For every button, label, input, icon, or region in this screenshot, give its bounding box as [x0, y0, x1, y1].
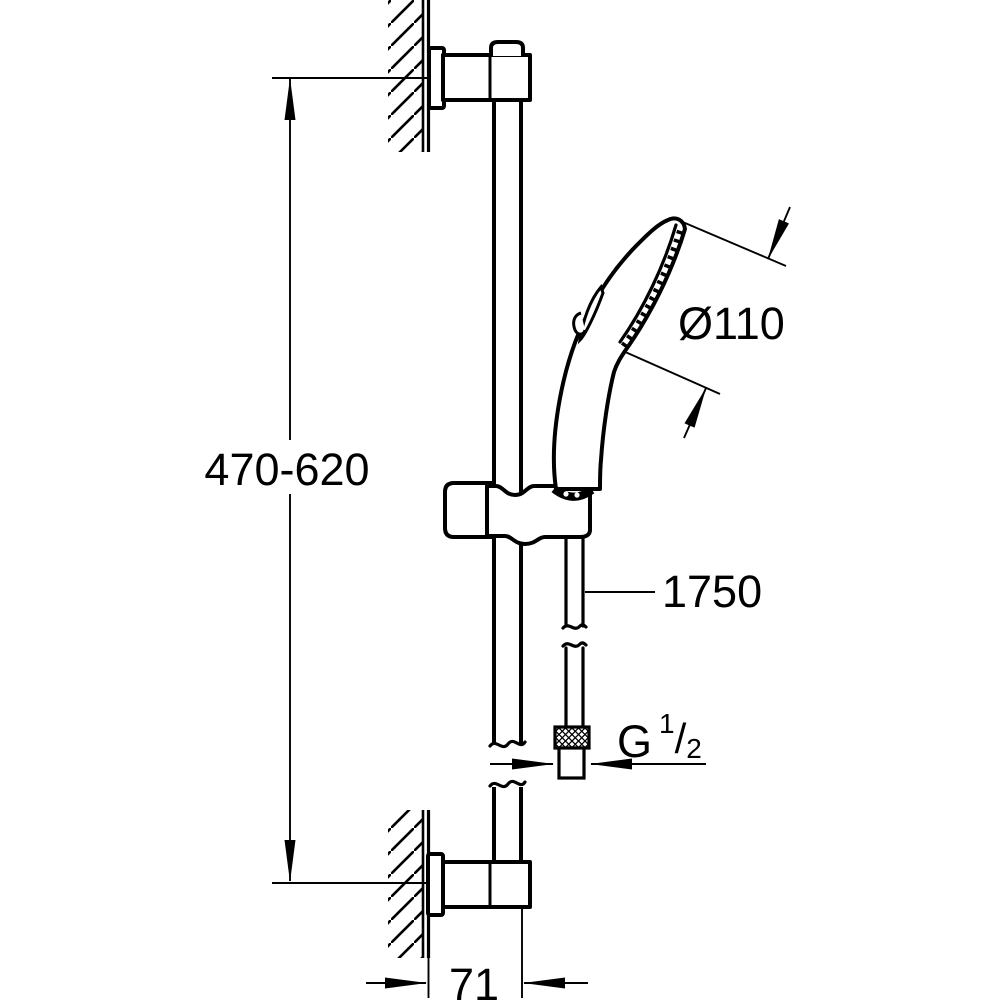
bracket-body-bottom: [441, 860, 532, 909]
wall-bracket-top: [427, 40, 532, 110]
diameter-arrow-upper: [767, 206, 791, 260]
diameter-arrow-lower: [683, 387, 707, 439]
wall-hatching-top: [388, 0, 423, 152]
shower-hose: [553, 536, 591, 780]
wall-bottom: [388, 810, 431, 958]
thread-denominator: 2: [686, 733, 702, 764]
shower-rail: [488, 98, 527, 864]
thread-numerator: 1: [659, 708, 675, 739]
thread-slash: /: [675, 715, 687, 762]
rail-break-upper-squiggle: [488, 739, 527, 749]
diverter-lever: [577, 283, 605, 345]
wall-bracket-bottom: [426, 852, 532, 917]
holder-body: [485, 484, 592, 546]
wall-offset-label: 71: [449, 959, 499, 1000]
wall-top: [388, 0, 431, 152]
hose-break-lower-squiggle: [561, 641, 588, 648]
slider-holder: [443, 481, 592, 546]
spray-face-inner-rim: [618, 223, 678, 344]
dimension-wall-offset: 71: [366, 909, 588, 1000]
hose-thread-tube: [557, 746, 586, 780]
holder-knob: [443, 481, 492, 539]
handle-base-dot: [574, 492, 580, 498]
bracket-flange-bottom: [426, 852, 445, 917]
dimension-head-diameter: Ø110: [622, 206, 791, 439]
rail-height-label: 470-620: [204, 444, 369, 495]
dimension-rail-height: 470-620: [204, 77, 429, 884]
spray-face-knurl-strip: [620, 229, 685, 350]
hose-nut-knurling: [556, 728, 588, 747]
extension-line-face-bottom: [622, 350, 721, 395]
handle-base-dot: [563, 491, 569, 497]
thread-prefix: G: [617, 716, 652, 767]
rail-end-cap: [489, 40, 525, 56]
hose-length-label: 1750: [662, 566, 762, 617]
wall-hatching-bottom: [388, 810, 423, 958]
hose-break-upper-squiggle: [561, 623, 588, 630]
diverter-tab: [572, 311, 587, 336]
rail-break-lower-squiggle: [488, 779, 527, 789]
bracket-body-top: [441, 53, 532, 102]
dimension-hose-length: 1750: [585, 566, 762, 617]
handle-base-band: [551, 485, 595, 501]
head-diameter-label: Ø110: [678, 298, 785, 349]
